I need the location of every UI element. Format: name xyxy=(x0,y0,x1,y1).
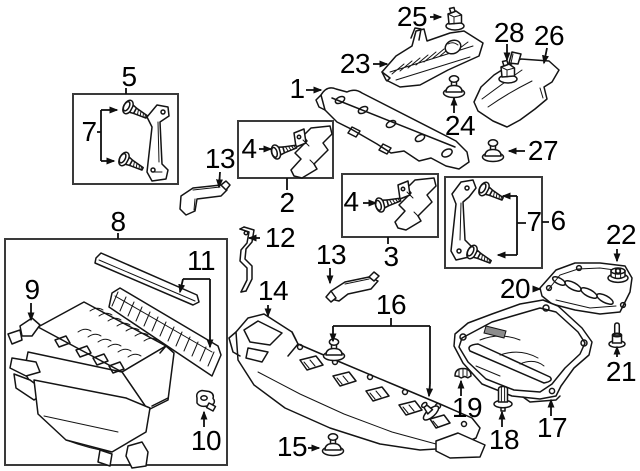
callout-8: 8 xyxy=(110,206,126,237)
callout-25: 25 xyxy=(396,1,428,32)
fastener-25-clip-icon xyxy=(445,6,465,31)
fastener-7-screw-icon xyxy=(463,242,495,269)
part-engine-under-cover xyxy=(453,299,593,403)
fastener-16-pushpin-icon xyxy=(322,338,346,362)
callout-1: 1 xyxy=(289,73,305,104)
callout-19: 19 xyxy=(451,392,483,423)
fastener-15-pushpin-icon xyxy=(321,433,345,457)
callout-16: 16 xyxy=(375,289,407,320)
fastener-4-screw-icon xyxy=(269,138,299,161)
callout-26: 26 xyxy=(533,20,565,51)
callout-18: 18 xyxy=(488,424,520,455)
fastener-4-screw-icon xyxy=(373,191,403,214)
part-lower-splash-shield xyxy=(228,313,486,459)
fastener-19-cap-icon xyxy=(454,367,472,379)
callout-23: 23 xyxy=(339,48,371,79)
fastener-21-bolt-icon xyxy=(608,322,626,349)
callout-4-right: 4 xyxy=(343,186,359,217)
callout-5: 5 xyxy=(121,61,137,92)
part-bracket-6-kit xyxy=(450,179,507,269)
callout-22: 22 xyxy=(605,219,637,250)
fastener-7-screw-icon xyxy=(475,179,507,206)
callout-27: 27 xyxy=(527,135,559,166)
callout-17: 17 xyxy=(536,412,568,443)
part-bracket-5-kit xyxy=(115,97,170,182)
callout-9: 9 xyxy=(24,274,40,305)
callout-10: 10 xyxy=(190,425,222,456)
callout-20: 20 xyxy=(499,273,531,304)
part-bracket-3-kit xyxy=(373,177,437,231)
part-bracket-12 xyxy=(239,226,255,293)
callout-7-upper: 7 xyxy=(81,116,97,147)
callout-14: 14 xyxy=(257,275,289,306)
fastener-24-pushpin-icon xyxy=(442,75,466,99)
callout-12: 12 xyxy=(264,222,296,253)
fastener-7-screw-icon xyxy=(119,97,151,124)
leader-arrows xyxy=(27,13,621,452)
callout-13-upper: 13 xyxy=(204,143,236,174)
callout-2: 2 xyxy=(279,187,295,218)
part-upper-deflector xyxy=(381,27,484,88)
part-side-deflector xyxy=(473,51,560,128)
callout-3: 3 xyxy=(383,241,399,272)
part-grille-shutter-assembly xyxy=(7,252,222,469)
part-bracket-13-lower xyxy=(325,271,380,303)
callout-11: 11 xyxy=(186,245,216,276)
callout-24: 24 xyxy=(444,110,476,141)
fastener-22-nut-icon xyxy=(607,267,629,284)
fastener-7-screw-icon xyxy=(115,149,147,176)
fastener-10-grommet-icon xyxy=(195,389,217,412)
callout-4-left: 4 xyxy=(241,133,257,164)
callout-21: 21 xyxy=(605,356,637,387)
part-radiator-sight-shield xyxy=(315,87,470,170)
part-bracket-2-kit xyxy=(269,125,333,179)
callout-7-right: 7 xyxy=(526,206,542,237)
part-bracket-13-upper xyxy=(179,180,231,216)
callout-15: 15 xyxy=(276,431,308,462)
callout-28: 28 xyxy=(493,17,525,48)
callout-6: 6 xyxy=(550,205,566,236)
callout-13-lower: 13 xyxy=(315,239,347,270)
fastener-27-pushpin-icon xyxy=(481,139,505,163)
